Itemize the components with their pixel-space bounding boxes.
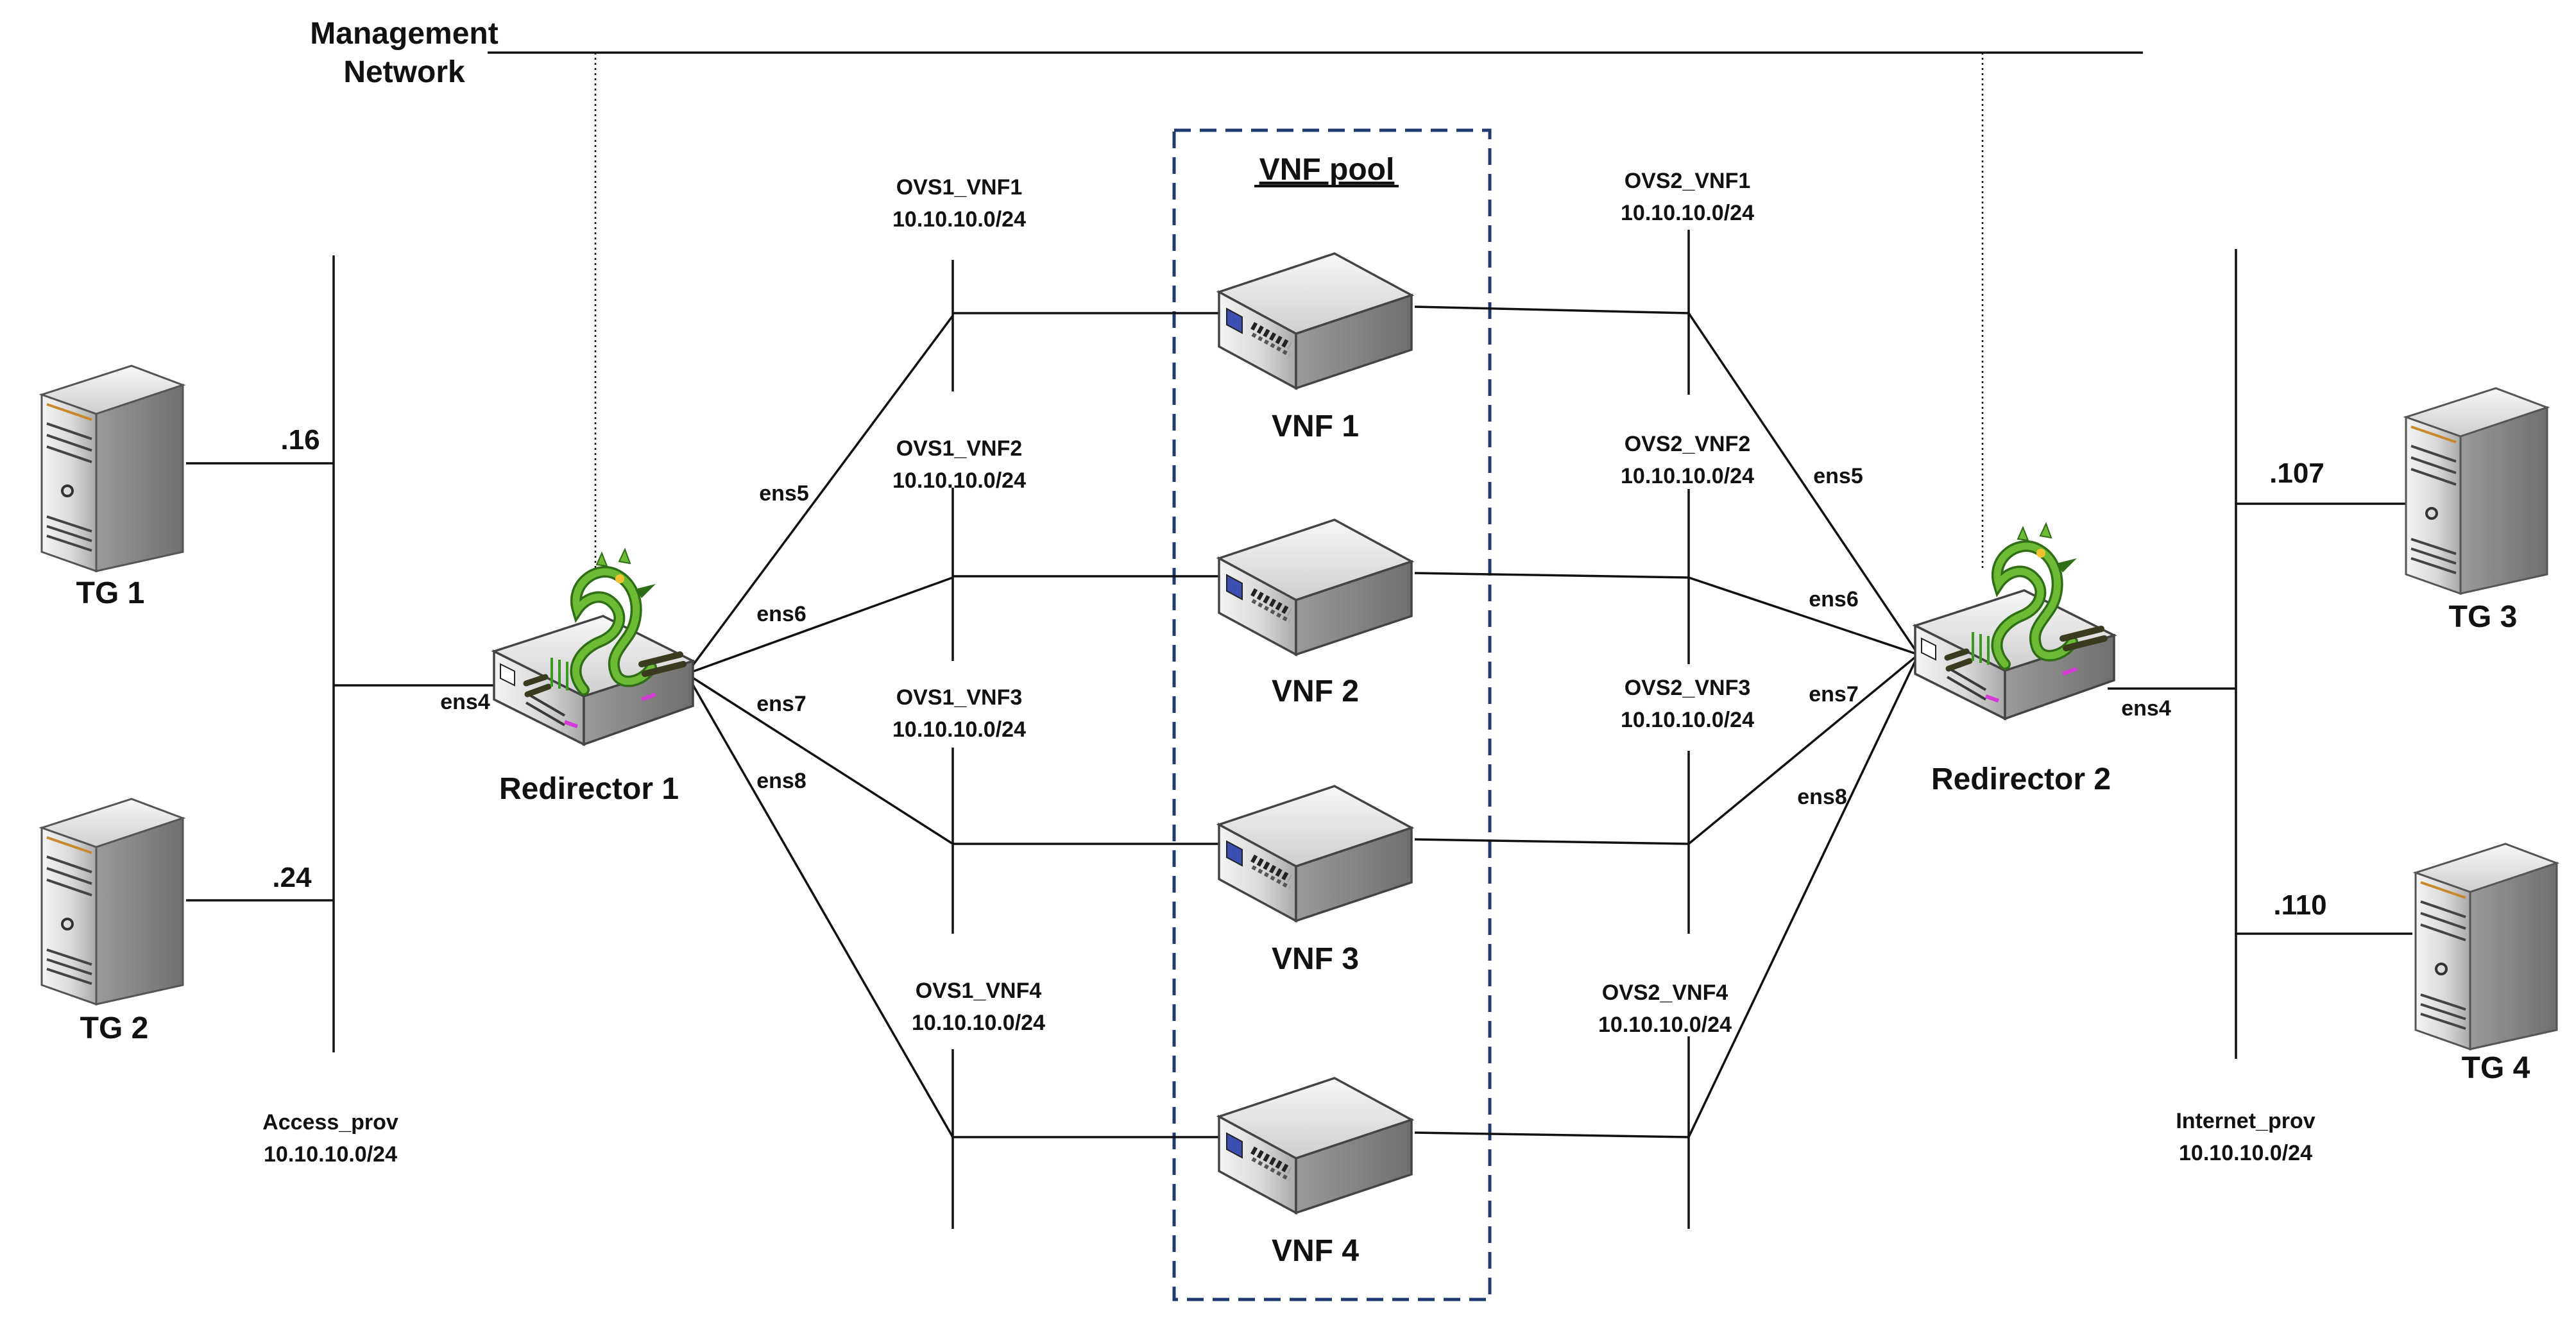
tg4-label: TG 4	[2462, 1051, 2530, 1085]
r2-port-ens6: ens6	[1809, 587, 1859, 612]
ovs2-vnf1-name: OVS2_VNF1	[1625, 169, 1751, 193]
redirector-1-router-icon	[494, 549, 693, 744]
vnf4-switch-icon	[1219, 1078, 1412, 1213]
tg2-server-icon	[40, 798, 184, 1006]
internet-net-name: Internet_prov	[2176, 1109, 2315, 1133]
vnf-pool-box	[1172, 128, 1492, 1301]
ovs2-vnf2-name: OVS2_VNF2	[1625, 432, 1751, 456]
ovs1-vnf1-subnet: 10.10.10.0/24	[892, 207, 1026, 232]
ovs2-vnf3-subnet: 10.10.10.0/24	[1621, 708, 1754, 732]
ovs2-vnf4-name: OVS2_VNF4	[1602, 981, 1728, 1005]
tg1-ip: .16	[280, 424, 320, 456]
link-r2-ens7	[1687, 653, 1920, 845]
r2-port-ens5: ens5	[1813, 464, 1863, 488]
ovs1-vnf2-name: OVS1_VNF2	[896, 436, 1023, 461]
redirector-2-uplink: ens4	[2121, 696, 2171, 721]
ovs1-vnf3-subnet: 10.10.10.0/24	[892, 717, 1026, 742]
tg3-server-icon	[2405, 387, 2548, 595]
management-label-line2: Network	[343, 55, 465, 89]
redirector-2-label: Redirector 2	[1931, 762, 2111, 796]
r1-port-ens7: ens7	[756, 692, 806, 716]
vnf1-label: VNF 1	[1272, 409, 1359, 443]
link-r1-ens6	[686, 576, 953, 675]
link-vnf3-ovs2	[1414, 838, 1689, 845]
ovs1-vnf4-name: OVS1_VNF4	[916, 979, 1042, 1003]
vnf4-label: VNF 4	[1272, 1234, 1359, 1268]
access-net-name: Access_prov	[262, 1110, 398, 1135]
vnf-pool-title: VNF pool	[1259, 153, 1395, 187]
ovs1-vnf3-name: OVS1_VNF3	[896, 685, 1023, 710]
internet-net-subnet: 10.10.10.0/24	[2179, 1141, 2312, 1165]
ovs1-vnf2-subnet: 10.10.10.0/24	[892, 468, 1026, 493]
r1-port-ens6: ens6	[756, 602, 806, 626]
redirector-1-label: Redirector 1	[499, 772, 679, 806]
r1-port-ens5: ens5	[759, 481, 809, 506]
ovs2-vnf4-subnet: 10.10.10.0/24	[1598, 1013, 1732, 1037]
ovs2-vnf2-subnet: 10.10.10.0/24	[1621, 464, 1754, 488]
tg1-server-icon	[40, 364, 184, 572]
link-vnf4-ovs2	[1414, 1131, 1689, 1138]
link-r2-ens8	[1687, 654, 1920, 1138]
r2-port-ens7: ens7	[1809, 682, 1859, 707]
vnf2-switch-icon	[1219, 520, 1412, 655]
tg3-ip: .107	[2269, 458, 2324, 489]
link-r2-ens6	[1688, 576, 1919, 656]
vnf3-switch-icon	[1219, 786, 1412, 921]
r2-port-ens8: ens8	[1797, 785, 1847, 809]
tg4-ip: .110	[2273, 889, 2326, 921]
access-net-subnet: 10.10.10.0/24	[264, 1142, 397, 1167]
ovs2-vnf1-subnet: 10.10.10.0/24	[1621, 201, 1754, 225]
tg2-ip: .24	[272, 862, 312, 893]
vnf2-label: VNF 2	[1272, 674, 1359, 708]
vnf3-label: VNF 3	[1272, 942, 1359, 976]
link-r2-ens5	[1687, 313, 1920, 655]
link-r1-ens5	[685, 314, 954, 675]
redirector-2-router-icon	[1915, 524, 2114, 719]
tg1-label: TG 1	[76, 576, 145, 610]
ovs1-vnf1-name: OVS1_VNF1	[896, 175, 1023, 200]
tg2-label: TG 2	[80, 1011, 149, 1045]
ovs1-vnf4-subnet: 10.10.10.0/24	[912, 1011, 1045, 1035]
management-label-line1: Management	[310, 17, 498, 51]
link-r1-ens7	[686, 673, 953, 845]
link-vnf2-ovs2	[1414, 572, 1689, 579]
link-vnf1-ovs2	[1414, 305, 1689, 314]
redirector-1-uplink: ens4	[440, 690, 490, 714]
link-r1-ens8	[685, 673, 954, 1138]
vnf1-switch-icon	[1219, 253, 1412, 388]
tg3-label: TG 3	[2449, 600, 2518, 634]
ovs2-vnf3-name: OVS2_VNF3	[1625, 676, 1751, 700]
r1-port-ens8: ens8	[756, 769, 806, 793]
tg4-server-icon	[2414, 843, 2558, 1050]
